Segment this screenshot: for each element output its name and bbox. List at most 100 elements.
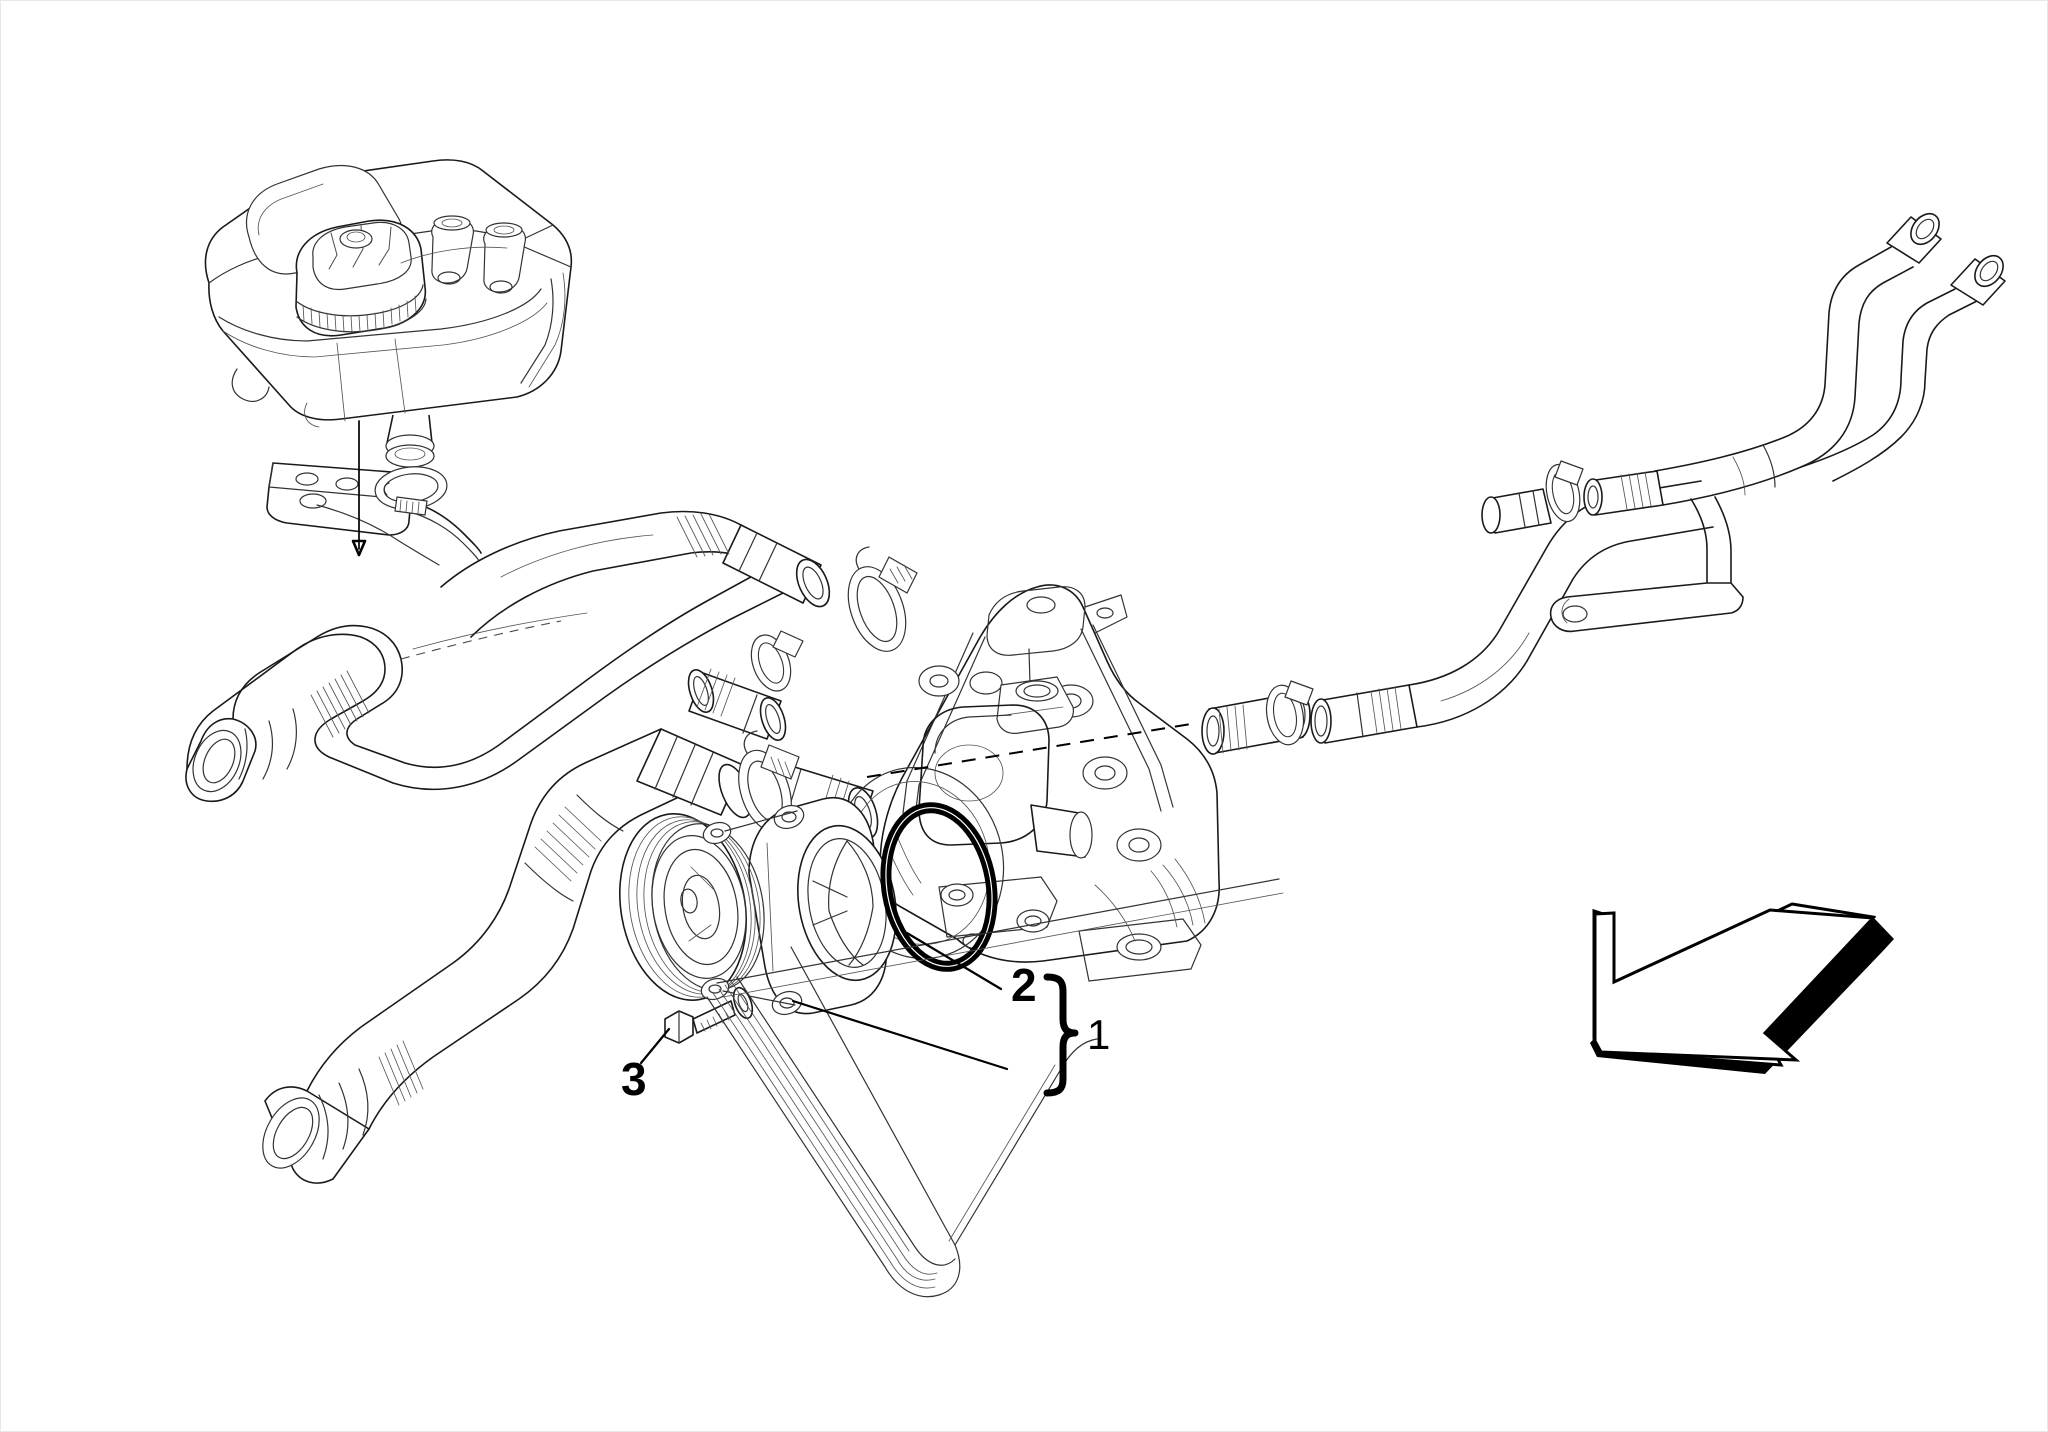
right-stub-left-bore-inner [1206,715,1220,747]
belt-return-rib [948,1064,1056,1242]
clamp-r-screw [1284,680,1314,706]
lower-hose-pump-cuff [636,728,752,819]
hose-clamp-upper-engine [847,546,918,652]
pipe-branch-inner [1832,300,1978,482]
pulley-ear-top-hole [710,828,724,838]
block-lower-boss-1-hole [948,889,966,901]
callout-1-label: 1 [1087,1011,1110,1058]
callout-3-label: 3 [621,1053,647,1105]
block-shading [886,830,1206,942]
block-outline [879,584,1220,963]
belt-rib-2 [718,988,936,1281]
bracket-hole-3 [299,493,327,509]
lower-hose-band-2 [576,794,624,832]
clamp-upper-inner [856,575,898,643]
cap-top [312,221,412,291]
lower-hose-bore [262,1097,320,1169]
cuff-band-b [758,542,778,582]
cap-center-nub [339,229,373,249]
block-boss-left-1 [918,665,960,697]
belt-rib-3 [724,984,938,1275]
pulley-face-inner [663,848,739,966]
block-lower-boss-1 [940,883,974,907]
bracket-inner-fold [316,504,440,566]
group-brace [1043,973,1079,1097]
ur-cuff-band-a [1518,492,1526,528]
lower-left-coolant-hose [262,728,718,1184]
tank-vertical-seam [336,342,346,422]
pulley-ear-bottom [700,977,730,1001]
vent-nipple-2-top [485,222,523,238]
pulley-hub [681,874,721,940]
upper-hose-hatch [676,513,730,558]
pipe-bracket-stem [1690,498,1708,584]
lower-cuff-rib-3 [358,1068,369,1136]
upper-hose-cuff-body [722,524,822,604]
cap-center-nub-inner [346,231,366,243]
cuff-band-a [738,532,758,572]
clamp-ur-screw [1554,460,1584,486]
cuff-rib-1 [238,728,248,780]
block-top-boss [986,586,1086,656]
clamp-screw-housing [394,496,428,516]
block-boss-left-1-hole [929,674,949,688]
leader-callout-1 [791,999,1009,1071]
tank-vent-nipples [400,215,526,294]
block-bottom-flange-bore [1125,939,1153,955]
connector-pipe-hatch [696,668,736,717]
upper-hose-contour [500,534,654,578]
bracket-hole-1 [295,472,319,486]
cap-knurl-lines [302,295,417,333]
block-boss-right-3-hole [1128,837,1150,853]
upper-left-coolant-hose [185,566,800,803]
water-pump-assembly [618,797,998,1016]
serpentine-drive-belt [706,946,1098,1298]
block-bottom-flange [1078,918,1202,982]
lower-hose-hatch-upper [534,806,602,882]
lower-hose-pump-cuff-body [636,728,744,816]
engine-rail-top [716,878,1280,984]
bracket-hole-2 [335,477,359,491]
bolt-shank [692,1000,736,1034]
heater-pipe-end-bore [1583,478,1603,516]
leader-arrowhead-tank [351,539,367,557]
ur-hose-cuff-bore [1481,496,1501,534]
clamp-mid-screw [772,630,804,658]
hose-contour-1 [412,612,588,650]
pulley-ear-top [702,821,732,845]
cap-knurl-bottom [296,298,427,333]
upper-engine-hose [440,510,831,638]
block-center-pad-bore [1023,684,1051,698]
tank-foot-left [231,368,270,402]
hose-clamp-connector-mid [750,630,804,692]
right-stub-hatch [1218,704,1248,754]
block-lower-boss-2-hole [1024,915,1042,927]
hose-clamp-tank-outlet [374,466,448,516]
block-top-ear [1084,594,1128,634]
pulley-spoke-1 [690,866,714,890]
pulley-spoke-2 [688,924,712,942]
pipe-upper-outer [1654,246,1892,472]
pump-ear-bottom-hole [779,997,795,1009]
pipe-bracket-plate [1549,582,1744,633]
clamp-upper-screw [878,556,918,594]
ur-cuff-band-b [1532,490,1540,526]
thermostat-housing [918,704,1050,846]
pump-vanes [812,840,874,966]
heater-pipe-end-hatch [1620,471,1652,510]
vent-nipple-1-top [433,215,471,231]
clamp-upper-tail [855,546,870,570]
right-hose-cuff-bore [1310,698,1332,744]
gasket-ring-highlight [885,807,993,967]
connector-pipe-mid [687,668,787,741]
connector-pipe-band [742,694,758,734]
connector-pipe-left-bore-inner [693,676,709,706]
water-pump-pulley [618,813,765,1001]
upper-right-hose-cuff [1481,488,1552,534]
connector-pipe-right-bore-inner [765,704,781,734]
pump-ear-top-hole [781,811,797,823]
lower-hose-hatch-left [378,1040,424,1106]
block-rib-right-1 [1080,628,1162,812]
